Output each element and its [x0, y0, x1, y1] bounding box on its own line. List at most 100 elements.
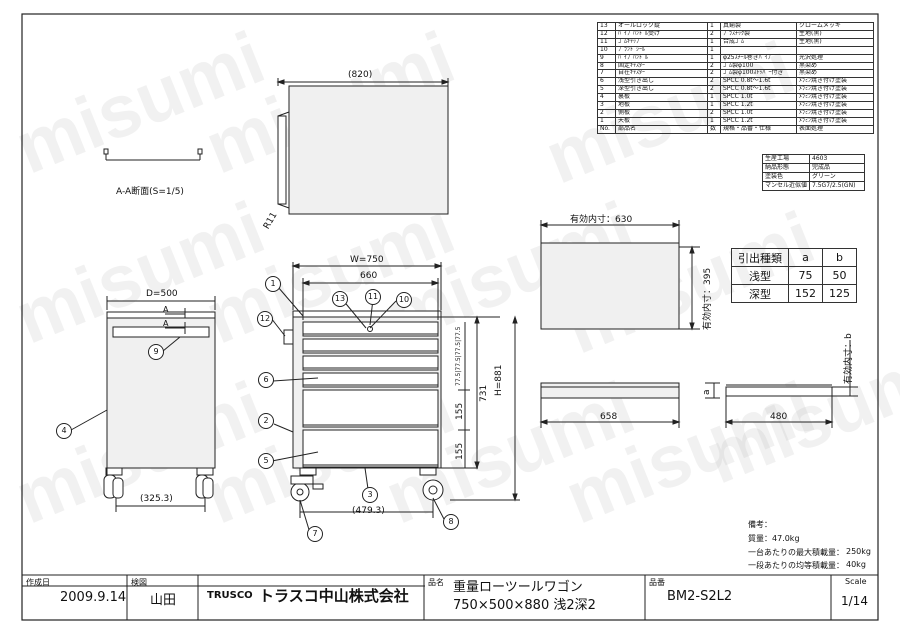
part-name: 天板: [615, 116, 708, 126]
dim-height-body: 731: [479, 384, 489, 402]
spec-label: 生産工場: [761, 154, 811, 164]
dim-drawer-low: 155: [455, 442, 465, 460]
part-name: ﾌﾞﾗﾝﾄﾞｼｰﾙ: [615, 45, 708, 55]
header-name: 部品名: [615, 124, 708, 134]
section-aa-view: [103, 148, 203, 161]
part-no: 5: [597, 85, 616, 95]
dim-caster-span-front: (479.3): [352, 506, 385, 516]
dim-a: a: [702, 389, 712, 395]
part-material: φ25ｽﾁｰﾙ巻きﾊﾟｲﾌﾟ: [720, 53, 797, 63]
part-name: 自在ｷｬｽﾀｰ: [615, 69, 708, 79]
dim-height-total: H=881: [494, 364, 504, 397]
header-no: No.: [597, 124, 616, 134]
part-no: 6: [597, 77, 616, 87]
part-no: 13: [597, 22, 616, 31]
drawer-a: 75: [788, 266, 823, 285]
part-finish: ﾒﾗﾐﾝ焼き付け塗装: [796, 77, 874, 87]
product-number-label: 品番: [649, 578, 665, 587]
part-qty: 2: [707, 29, 721, 39]
dim-width-outer: W=750: [350, 255, 384, 265]
brand-logo: TRUSCO: [207, 590, 253, 601]
part-finish: 黒染め: [796, 69, 874, 79]
part-qty: 1: [707, 116, 721, 126]
part-no: 8: [597, 61, 616, 71]
spec-value: グリーン: [809, 172, 866, 182]
dim-drawer-small: 77.5|77.5|77.5|77.5: [455, 326, 462, 386]
part-qty: 2: [707, 61, 721, 71]
part-qty: 1: [707, 53, 721, 63]
header-type: 引出種類: [731, 248, 789, 267]
table-row: 納品形態完成品: [761, 163, 866, 173]
note-max-load-label: 一台あたりの最大積載量：: [748, 548, 844, 557]
front-view: [283, 262, 520, 518]
part-name: 地板: [615, 101, 708, 110]
spec-label: 塗装色: [761, 172, 811, 182]
part-finish: ﾒﾗﾐﾝ焼き付け塗装: [796, 101, 874, 110]
part-no: 3: [597, 101, 616, 110]
balloon-7: 7: [307, 526, 323, 542]
spec-value: 7.5G7/2.5(GN): [809, 181, 866, 191]
part-no: 11: [597, 37, 616, 47]
created-date: 2009.9.14: [60, 590, 127, 605]
checked-label: 検図: [131, 578, 147, 587]
drawer-type: 浅型: [731, 266, 789, 285]
section-mark-a2: A: [163, 319, 169, 328]
checked-by: 山田: [150, 593, 177, 608]
top-view: [276, 78, 450, 215]
section-mark-a1: A: [163, 305, 169, 314]
part-material: ｺﾞﾑ製φ100ｽﾄｯﾊﾟｰ付き: [720, 69, 797, 79]
notes-title: 備考：: [748, 520, 772, 529]
spec-value: 完成品: [809, 163, 866, 173]
part-finish: 生地(黒): [796, 37, 874, 47]
balloon-12: 12: [257, 311, 273, 327]
part-material: SPCC 1.0t: [720, 93, 797, 103]
spec-label: 納品形態: [761, 163, 811, 173]
drawing-frame: [21, 13, 879, 621]
spec-label: マンセル近似値: [761, 181, 811, 191]
balloon-9: 9: [148, 344, 164, 360]
header-a: a: [788, 248, 823, 267]
note-max-load-value: 250kg: [846, 547, 871, 556]
part-finish: ﾒﾗﾐﾝ焼き付け塗装: [796, 85, 874, 95]
dim-top-width: (820): [348, 70, 373, 80]
part-qty: 1: [707, 93, 721, 103]
note-shelf-load-label: 一段あたりの均等積載量：: [748, 561, 844, 570]
header-material: 規格・品番・仕様: [720, 124, 797, 134]
part-material: SPCC 1.2t: [720, 116, 797, 126]
part-material: 合成ｺﾞﾑ: [720, 37, 797, 47]
side-view: [103, 296, 216, 512]
balloon-13: 13: [332, 291, 348, 307]
dim-eff-depth: 有効内寸：395: [703, 267, 713, 330]
part-material: ｺﾞﾑ製φ100: [720, 61, 797, 71]
title-block-lines: [22, 574, 878, 620]
dim-width-inner: 660: [360, 271, 378, 281]
spec-value: 4603: [809, 154, 866, 164]
part-name: 固定ｷｬｽﾀｰ: [615, 61, 708, 71]
part-qty: 1: [707, 22, 721, 31]
part-finish: [796, 45, 874, 55]
product-name-label: 品名: [428, 578, 444, 587]
part-finish: ﾒﾗﾐﾝ焼き付け塗装: [796, 116, 874, 126]
created-label: 作成日: [26, 578, 50, 587]
product-size: 750×500×880 浅2深2: [453, 598, 596, 613]
drawer-type: 深型: [731, 284, 789, 303]
dim-drawer-length-side: 480: [770, 412, 788, 422]
part-finish: 生地(黒): [796, 29, 874, 39]
dim-drawer-mid: 155: [455, 402, 465, 420]
part-no: 10: [597, 45, 616, 55]
part-material: SPCC 1.0t: [720, 108, 797, 118]
header-qty: 数: [707, 124, 721, 134]
